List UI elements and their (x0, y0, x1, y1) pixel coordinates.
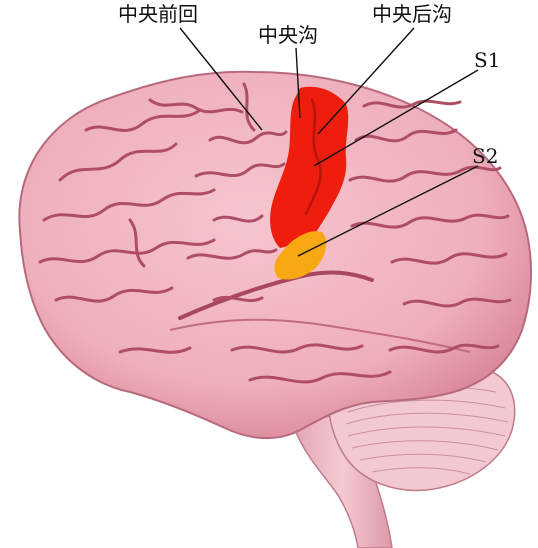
label-s1: S1 (474, 48, 501, 72)
label-postcentral-sulcus: 中央后沟 (372, 2, 452, 26)
leader-lines (179, 27, 479, 257)
leader-s2 (297, 165, 479, 257)
leader-precentral (179, 27, 263, 131)
s1-region (270, 86, 349, 248)
label-s2: S2 (472, 144, 499, 168)
leader-s1 (313, 69, 479, 167)
label-central-sulcus: 中央沟 (258, 23, 318, 47)
gyri-pattern (38, 82, 512, 384)
leader-postcentral (317, 27, 415, 135)
label-precentral-gyrus: 中央前回 (118, 2, 198, 26)
leader-central (295, 47, 301, 119)
